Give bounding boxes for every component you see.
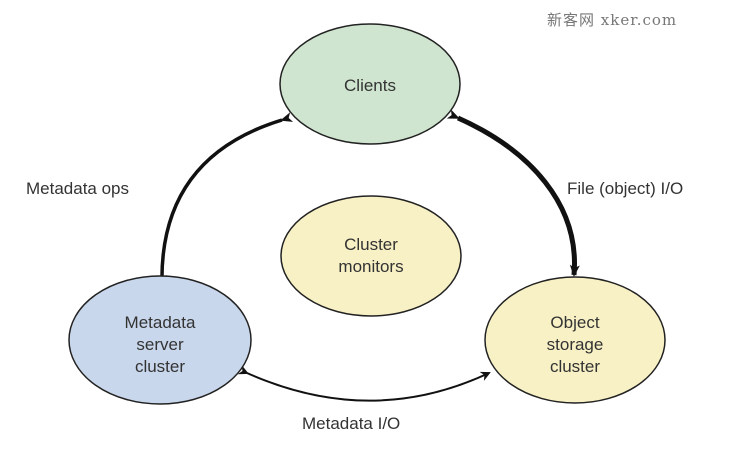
edge-metadata-ops: Metadata ops <box>26 112 294 287</box>
edge-line-metadata-ops <box>156 112 294 287</box>
node-cluster-monitors: Cluster monitors <box>280 195 462 317</box>
node-label-cluster-monitors-line1: Cluster <box>344 235 398 254</box>
node-label-cluster-monitors-line2: monitors <box>338 257 403 276</box>
node-metadata-server-cluster: Metadata server cluster <box>68 275 252 405</box>
edge-label-file-object-io: File (object) I/O <box>567 179 683 198</box>
edge-file-object-io: File (object) I/O <box>446 109 683 277</box>
node-label-object-storage-line3: cluster <box>550 357 600 376</box>
edge-line-file-object-io <box>446 109 580 277</box>
node-object-storage-cluster: Object storage cluster <box>484 276 666 404</box>
node-label-object-storage-line2: storage <box>547 335 604 354</box>
edge-label-metadata-ops: Metadata ops <box>26 179 129 198</box>
node-label-metadata-line3: cluster <box>135 357 185 376</box>
node-label-clients: Clients <box>344 76 396 95</box>
node-shape-object-storage-cluster <box>484 276 666 404</box>
edge-label-metadata-io: Metadata I/O <box>302 414 400 433</box>
node-label-metadata-line2: server <box>136 335 184 354</box>
edge-metadata-io: Metadata I/O <box>237 365 491 433</box>
node-label-metadata-line1: Metadata <box>125 313 196 332</box>
node-shape-metadata-server-cluster <box>68 275 252 405</box>
watermark-text: 新客网 xker.com <box>547 11 677 29</box>
node-shape-cluster-monitors <box>280 195 462 317</box>
node-clients: Clients <box>279 23 461 145</box>
node-shape-clients <box>279 23 461 145</box>
node-label-object-storage-line1: Object <box>550 313 599 332</box>
edge-line-metadata-io <box>237 365 491 402</box>
